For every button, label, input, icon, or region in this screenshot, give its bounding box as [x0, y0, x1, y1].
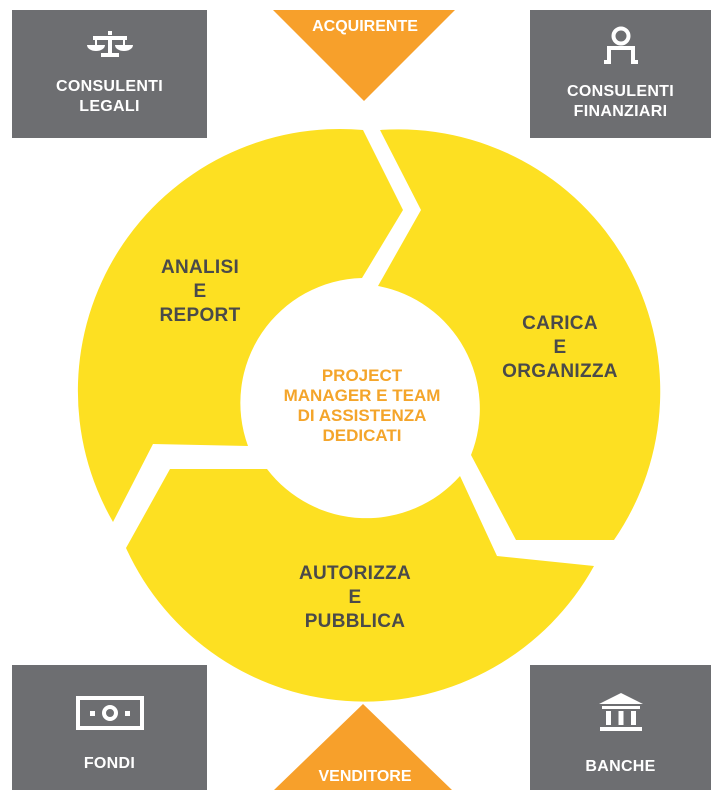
ring-segment-autorizza	[126, 469, 594, 702]
banknote-icon	[75, 695, 144, 736]
funds-label: FONDI	[83, 754, 136, 772]
person-icon	[601, 26, 641, 72]
ring-segment-analisi	[77, 128, 403, 522]
banks-label: BANCHE	[585, 757, 656, 775]
stage-analisi-label: ANALISI E REPORT	[159, 257, 241, 326]
center-label: PROJECT MANAGER E TEAM DI ASSISTENZA DED…	[283, 366, 441, 445]
financial-advisors-box: CONSULENTI FINANZIARI	[530, 10, 711, 138]
funds-box: FONDI	[12, 665, 207, 790]
stage-autorizza-label: AUTORIZZA E PUBBLICA	[298, 563, 412, 632]
legal-advisors-label: CONSULENTI LEGALI	[56, 78, 163, 115]
stage-carica-label: CARICA E ORGANIZZA	[502, 313, 618, 382]
buyer-arrow	[273, 10, 455, 101]
seller-arrow	[274, 704, 452, 790]
scales-icon	[79, 31, 141, 67]
seller-label: VENDITORE	[318, 768, 412, 785]
buyer-label: ACQUIRENTE	[312, 18, 418, 35]
bank-building-icon	[598, 692, 644, 739]
legal-advisors-box: CONSULENTI LEGALI	[12, 10, 207, 138]
financial-advisors-label: CONSULENTI FINANZIARI	[567, 83, 674, 120]
banks-box: BANCHE	[530, 665, 711, 790]
ring-segment-carica	[378, 129, 661, 541]
